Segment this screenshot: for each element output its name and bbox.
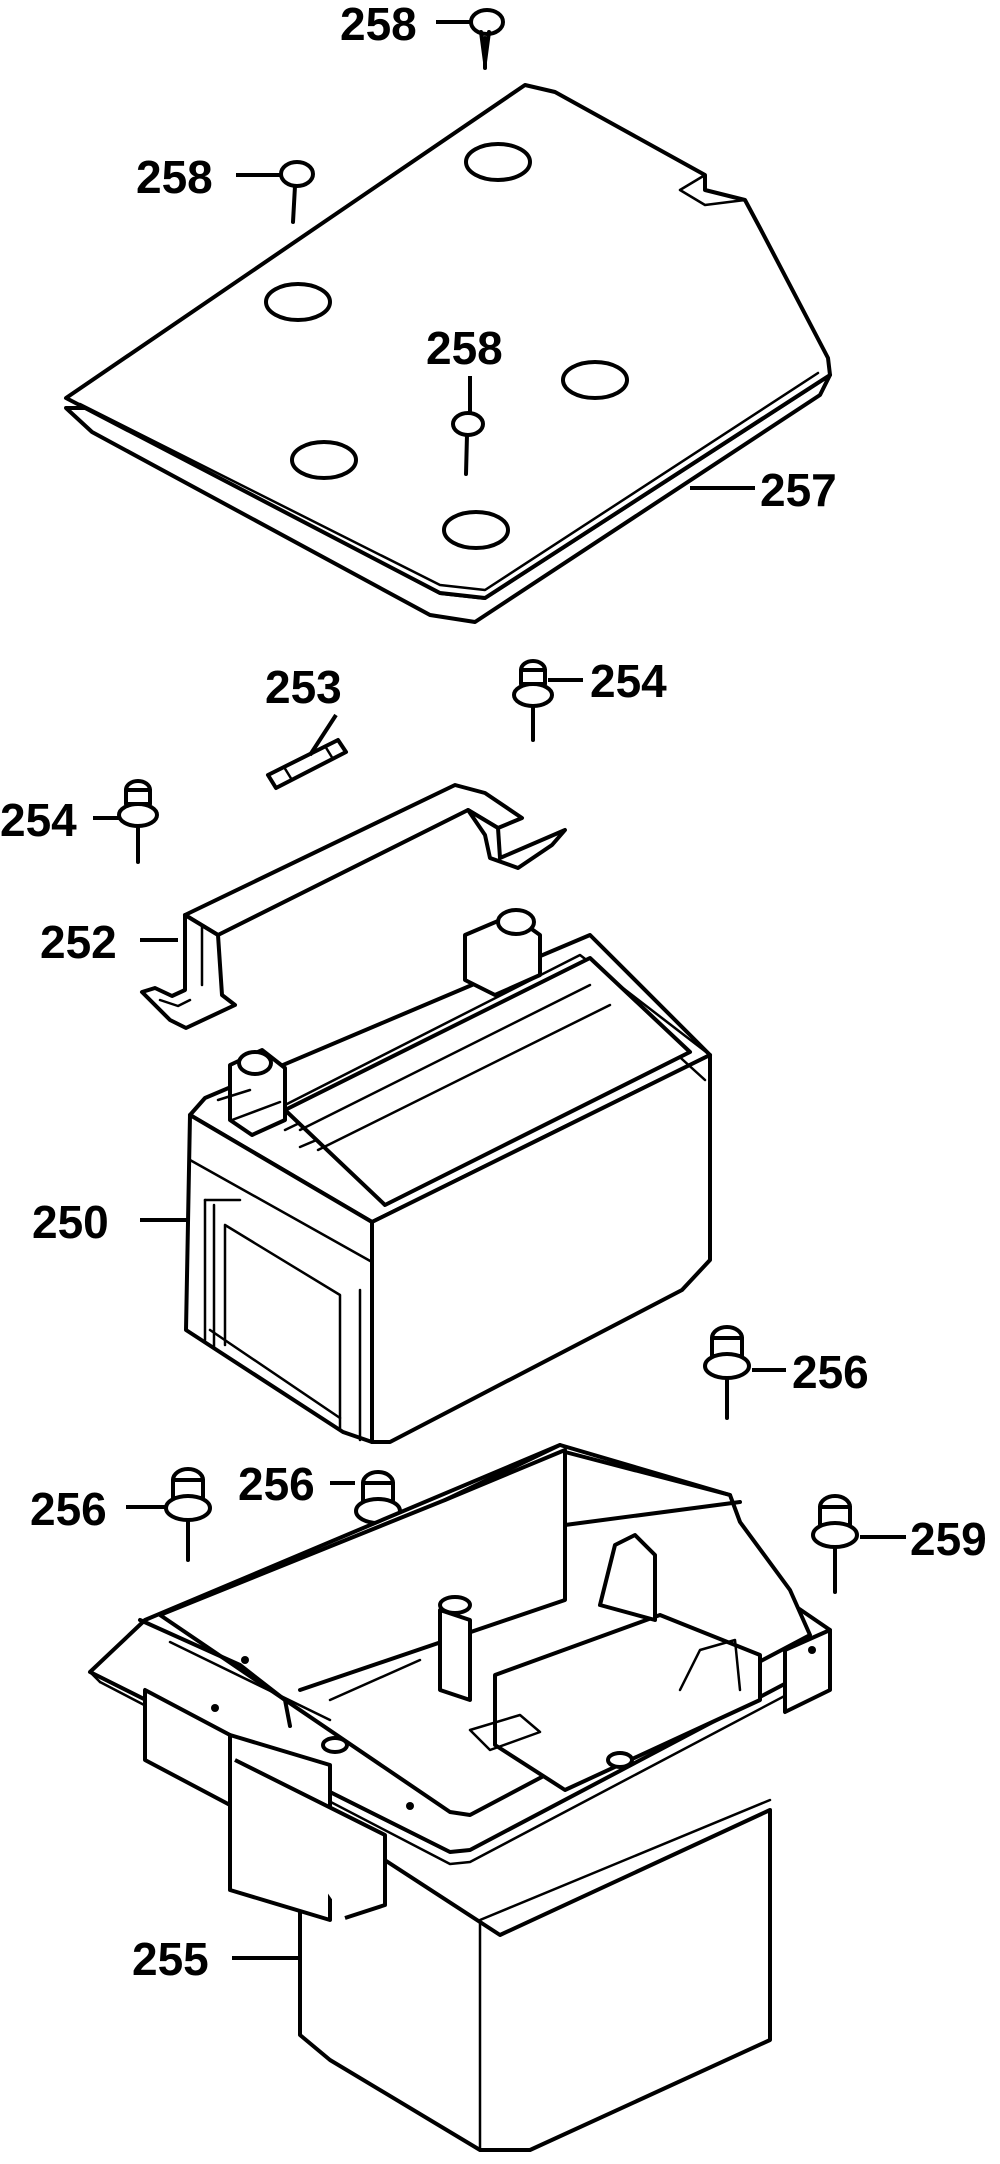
bolt-256-left (164, 1467, 212, 1562)
battery-strap-252 (140, 783, 567, 1030)
callout-254-left: 254 (0, 794, 77, 846)
callout-258-top: 258 (340, 0, 417, 50)
callout-255: 255 (132, 1933, 209, 1985)
callout-252: 252 (40, 916, 117, 968)
bolt-259 (811, 1494, 859, 1594)
screw-258-center (451, 411, 485, 476)
callout-labels: 258 258 258 257 253 254 254 252 250 256 … (0, 0, 987, 1985)
bolt-256-right (703, 1325, 751, 1420)
callout-leaders (93, 20, 906, 1960)
battery-case-255 (88, 1443, 832, 2152)
callout-256-right: 256 (792, 1346, 869, 1398)
callout-256-left: 256 (30, 1483, 107, 1535)
callout-253: 253 (265, 661, 342, 713)
battery-250 (184, 908, 712, 1444)
screw-258-top (469, 8, 505, 70)
callout-256-center: 256 (238, 1458, 315, 1510)
battery-cover-257 (64, 83, 832, 624)
callout-259: 259 (910, 1513, 987, 1565)
callout-258-left: 258 (136, 151, 213, 203)
bolt-254-left (117, 779, 159, 864)
callout-258-center: 258 (426, 322, 503, 374)
callout-254-right: 254 (590, 655, 667, 707)
callout-257: 257 (760, 464, 837, 516)
callout-250: 250 (32, 1196, 109, 1248)
screw-258-left (279, 160, 315, 224)
bolt-254-right (512, 659, 554, 742)
fuse-253 (266, 738, 348, 790)
